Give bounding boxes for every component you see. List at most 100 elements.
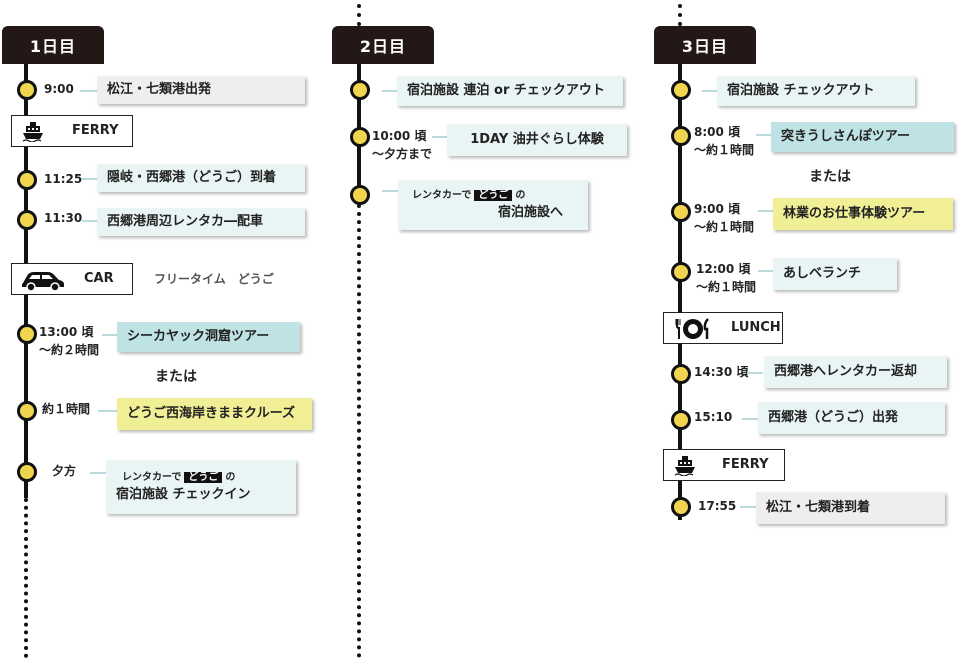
day1-car-label: CAR	[84, 271, 114, 286]
day3-dot-1	[671, 126, 691, 146]
day1-dot-4	[17, 401, 37, 421]
day1-time-0: 9:00	[44, 82, 74, 96]
day1-tab: 1日目	[2, 26, 104, 64]
day2-event-2-line1: レンタカーでどうごの	[412, 190, 526, 201]
day1-event-0: 松江・七類港出発	[97, 76, 305, 104]
leader	[80, 90, 98, 92]
day3-event-4: 西郷港へレンタカー返却	[764, 356, 947, 388]
day3-time-3a: 12:00 頃	[696, 262, 751, 276]
ship-icon	[674, 454, 696, 476]
day1-event-2: 西郷港周辺レンタカ―配車	[97, 208, 305, 236]
ship-icon	[22, 120, 44, 142]
day1-event-4: どうご西海岸きままクルーズ	[117, 398, 312, 430]
day1-dot-5	[17, 462, 37, 482]
leader	[702, 90, 718, 92]
day1-time-5: 夕方	[52, 464, 77, 478]
day3-event-0: 宿泊施設 チェックアウト	[717, 76, 915, 106]
day2-timeline-dotted	[357, 196, 361, 658]
day2-time-1a: 10:00 頃	[372, 129, 427, 143]
day3-time-6: 17:55	[698, 499, 737, 513]
day1-timeline-dotted	[24, 498, 28, 658]
day2-dot-1	[350, 127, 370, 147]
day3-time-1a: 8:00 頃	[694, 125, 741, 139]
day2-event-2-line2: 宿泊施設へ	[498, 205, 564, 220]
plate-cutlery-icon	[674, 317, 712, 341]
leader	[382, 90, 398, 92]
day3-event-6: 松江・七類港到着	[756, 492, 945, 524]
day3-ferry-box: FERRY	[663, 449, 785, 481]
day1-dot-3	[17, 324, 37, 344]
day2-event-1: 1DAY 油井ぐらし体験	[447, 124, 627, 156]
day3-dot-0	[671, 80, 691, 100]
day1-ferry-box: FERRY	[11, 115, 133, 147]
day2-event-0: 宿泊施設 連泊 or チェックアウト	[397, 76, 623, 106]
day3-top-dotted	[678, 4, 682, 26]
day3-dot-5	[671, 410, 691, 430]
day3-event-1: 突きうしさんぽツアー	[771, 122, 954, 152]
day1-dot-0	[17, 80, 37, 100]
day3-time-3b: 〜約１時間	[696, 280, 757, 294]
day2-dot-2	[350, 185, 370, 205]
day1-column: 1日目 9:00 松江・七類港出発 FERRY 11:25 隠岐・西郷港（どうご…	[0, 0, 320, 660]
day1-dot-1	[17, 170, 37, 190]
day3-time-5: 15:10	[694, 410, 733, 424]
day3-ferry-label: FERRY	[722, 457, 769, 472]
day1-time-1: 11:25	[44, 172, 83, 186]
day3-event-5: 西郷港（どうご）出発	[758, 402, 945, 434]
day2-tab: 2日目	[332, 26, 434, 64]
day1-ferry-label: FERRY	[72, 123, 119, 138]
day3-lunch-label: LUNCH	[731, 320, 781, 335]
day1-event-5-line1: レンタカーでどうごの	[122, 472, 236, 483]
leader	[98, 410, 118, 412]
day3-time-4: 14:30 頃	[694, 365, 749, 379]
day1-dot-2	[17, 210, 37, 230]
day3-tab: 3日目	[654, 26, 756, 64]
day1-time-3b: 〜約２時間	[39, 343, 100, 357]
leader	[382, 190, 398, 192]
leader	[747, 372, 763, 374]
day2-event-2: レンタカーでどうごの 宿泊施設へ	[398, 180, 588, 230]
day3-event-2: 林業のお仕事体験ツアー	[773, 198, 953, 230]
day1-time-4: 約１時間	[42, 402, 91, 416]
day3-timeline	[678, 64, 682, 520]
day3-or: または	[809, 169, 851, 185]
day1-event-5-line2: 宿泊施設 チェックイン	[116, 487, 251, 502]
leader	[82, 220, 98, 222]
day3-time-2: 9:00 頃 〜約１時間	[694, 200, 754, 236]
day3-time-2a: 9:00 頃	[694, 202, 741, 216]
leader	[432, 136, 448, 138]
day3-time-1b: 〜約１時間	[694, 143, 755, 157]
car-icon	[20, 268, 66, 292]
day3-time-3: 12:00 頃 〜約１時間	[696, 260, 756, 296]
day3-column: 3日目 宿泊施設 チェックアウト 8:00 頃 〜約１時間 突きうしさんぽツアー…	[652, 0, 960, 660]
leader	[90, 472, 107, 474]
day1-event-5: レンタカーでどうごの 宿泊施設 チェックイン	[106, 460, 296, 514]
day3-dot-3	[671, 262, 691, 282]
leader	[758, 210, 774, 212]
day2-time-1b: 〜夕方まで	[372, 147, 433, 161]
day1-time-2: 11:30	[44, 211, 83, 225]
leader	[82, 178, 98, 180]
leader	[742, 418, 758, 420]
leader	[740, 506, 756, 508]
leader	[758, 270, 774, 272]
day2-dot-0	[350, 80, 370, 100]
leader	[756, 134, 772, 136]
day1-time-3: 13:00 頃 〜約２時間	[39, 323, 99, 359]
day3-dot-2	[671, 202, 691, 222]
day3-time-2b: 〜約１時間	[694, 220, 755, 234]
day1-free-time: フリータイム どうご	[154, 272, 274, 286]
day2-time-1: 10:00 頃 〜夕方まで	[372, 127, 432, 163]
day1-time-3a: 13:00 頃	[39, 325, 94, 339]
leader	[102, 334, 118, 336]
day3-event-3: あしベランチ	[773, 258, 897, 290]
day2-top-dotted	[357, 4, 361, 26]
day3-time-1: 8:00 頃 〜約１時間	[694, 123, 754, 159]
day1-or: または	[155, 369, 197, 385]
day3-dot-6	[671, 497, 691, 517]
day3-lunch-box: LUNCH	[663, 312, 783, 344]
day2-column: 2日目 宿泊施設 連泊 or チェックアウト 10:00 頃 〜夕方まで 1DA…	[330, 0, 650, 660]
day3-dot-4	[671, 364, 691, 384]
day1-event-3: シーカヤック洞窟ツアー	[117, 322, 300, 352]
day1-event-1: 隠岐・西郷港（どうご）到着	[97, 164, 305, 192]
